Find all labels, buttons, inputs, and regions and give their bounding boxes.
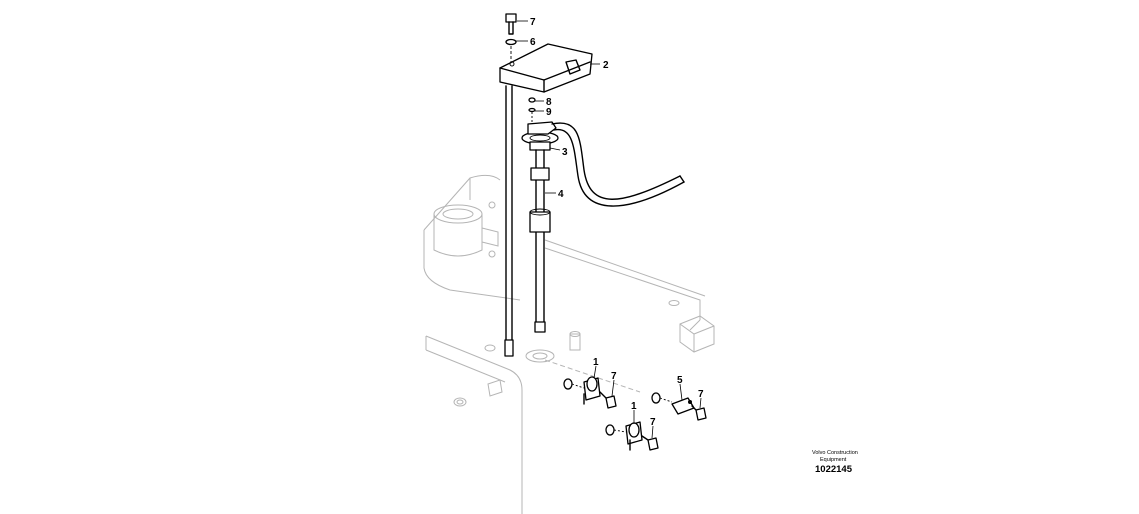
sensor-head [521, 121, 559, 151]
clamp-group-right [651, 392, 707, 421]
callout-7-left: 7 [611, 371, 617, 382]
drawing-reference: Volvo Construction Equipment 1022145 [812, 450, 858, 475]
reference-number: 1022145 [815, 464, 853, 475]
callout-7-right: 7 [698, 389, 704, 400]
brand-line-2: Equipment [820, 457, 847, 463]
callout-4: 4 [558, 189, 564, 200]
callout-1-bottom: 1 [631, 401, 637, 412]
callout-2: 2 [603, 60, 609, 71]
callout-3: 3 [562, 147, 568, 158]
sensor-screws [528, 97, 536, 122]
callout-7-top: 7 [530, 17, 536, 28]
leader-lines [516, 20, 702, 439]
level-tube [529, 149, 551, 333]
cover-plate [499, 43, 593, 93]
callouts: 7 6 2 8 9 3 4 1 7 5 7 1 7 [530, 17, 704, 428]
brand-line-1: Volvo Construction [812, 450, 858, 456]
top-bolt [505, 13, 517, 62]
callout-9: 9 [546, 107, 552, 118]
mounting-rod [504, 85, 514, 357]
callout-7-bottom: 7 [650, 417, 656, 428]
clamp-group-bottom [605, 421, 659, 451]
callout-8: 8 [546, 97, 552, 108]
callout-1-left: 1 [593, 357, 599, 368]
clamp-group-left [563, 376, 617, 409]
callout-6: 6 [530, 37, 536, 48]
sensor-cable [551, 122, 685, 207]
callout-5: 5 [677, 375, 683, 386]
ghost-frame [423, 174, 715, 514]
